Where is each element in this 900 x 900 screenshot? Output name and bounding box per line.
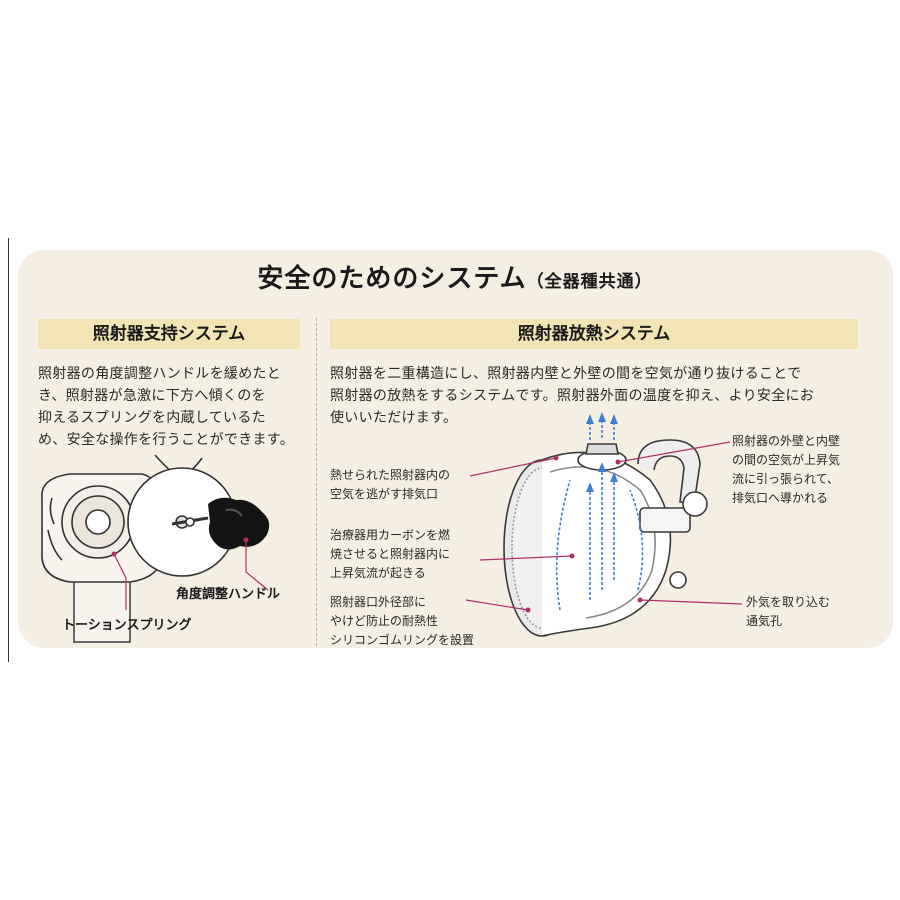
lamp-support-illustration: [41, 454, 270, 643]
right-body-line: 使いいただけます。: [330, 410, 458, 426]
right-section-heading: 照射器放熱システム: [330, 319, 858, 349]
callout-line: の間の空気が上昇気: [732, 453, 841, 467]
callout-line: 外気を取り込む: [746, 595, 831, 609]
page-title: 安全のためのシステム（全器種共通）: [0, 258, 900, 295]
left-edge-rule: [8, 238, 9, 662]
callout-line: 照射器の外壁と内壁: [732, 434, 841, 448]
left-body-line: 照射器の角度調整ハンドルを緩めたと: [38, 366, 282, 382]
section-divider: [316, 318, 317, 646]
title-sub: （全器種共通）: [526, 272, 653, 292]
callout-line: 流に引っ張られて、: [732, 472, 840, 486]
left-section-heading: 照射器支持システム: [38, 319, 300, 349]
callout-line: 通気孔: [746, 614, 783, 628]
title-main: 安全のためのシステム: [257, 264, 527, 294]
label-angle-handle: 角度調整ハンドル: [176, 587, 281, 602]
right-body-line: 照射器の放熱をするシステムです。照射器外面の温度を抑え、より安全にお: [330, 388, 815, 404]
callout-line: シリコンゴムリングを設置: [330, 633, 475, 647]
right-section-body: 照射器を二重構造にし、照射器内壁と外壁の間を空気が通り抜けることで 照射器の放熱…: [330, 363, 870, 429]
callout-wall: 照射器の外壁と内壁 の間の空気が上昇気 流に引っ張られて、 排気口へ導かれる: [732, 432, 840, 508]
left-body-line: め、安全な操作を行うことができます。: [38, 432, 294, 448]
callout-line: 照射器口外径部に: [330, 595, 427, 609]
callout-line: 熱せられた照射器内の: [330, 468, 451, 482]
left-body-line: き、照射器が急激に下方へ傾くのを: [38, 388, 266, 404]
callout-line: 排気口へ導かれる: [732, 491, 829, 505]
lamp-head-cutaway-illustration: [503, 412, 708, 637]
callout-line: 焼させると照射器内に: [330, 547, 451, 561]
callout-vent: 外気を取り込む 通気孔: [746, 593, 830, 631]
callout-silicone: 照射器口外径部に やけど防止の耐熱性 シリコンゴムリングを設置: [330, 593, 474, 650]
left-body-line: 抑えるスプリングを内蔵しているた: [38, 410, 266, 426]
callout-line: 空気を逃がす排気口: [330, 487, 439, 501]
callout-line: やけど防止の耐熱性: [330, 614, 439, 628]
right-body-line: 照射器を二重構造にし、照射器内壁と外壁の間を空気が通り抜けることで: [330, 366, 802, 382]
callout-line: 上昇気流が起きる: [330, 566, 426, 580]
callout-exhaust: 熱せられた照射器内の 空気を逃がす排気口: [330, 466, 450, 504]
label-torsion-spring: トーションスプリング: [62, 618, 192, 633]
callout-carbon: 治療器用カーボンを燃 焼させると照射器内に 上昇気流が起きる: [330, 526, 450, 583]
left-section-body: 照射器の角度調整ハンドルを緩めたと き、照射器が急激に下方へ傾くのを 抑えるスプ…: [38, 363, 308, 451]
info-card: [18, 250, 893, 648]
callout-line: 治療器用カーボンを燃: [330, 528, 451, 542]
